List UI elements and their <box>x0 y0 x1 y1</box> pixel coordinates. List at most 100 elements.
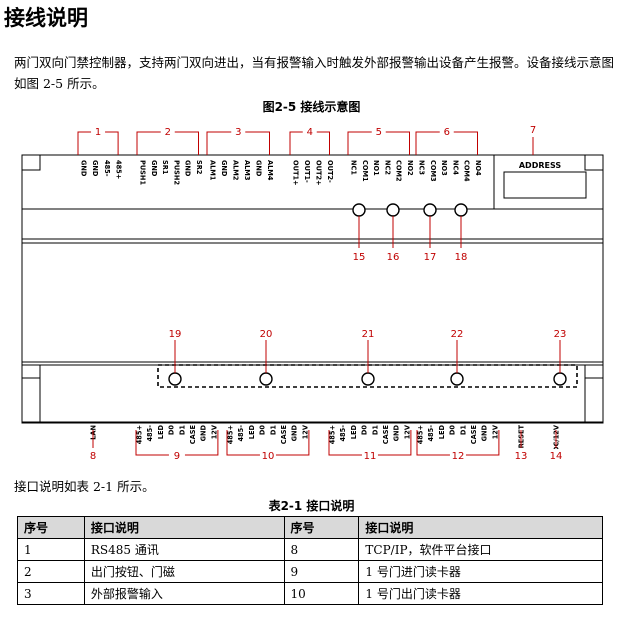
top-pin-label: ALM2 <box>232 160 240 181</box>
cell: 出门按钮、门磁 <box>83 560 285 583</box>
top-pin-label: COM1 <box>361 160 369 182</box>
callout-bg <box>91 125 106 137</box>
bottom-pin-label: 485+ <box>136 425 144 444</box>
bottom-pin-label: 485+ <box>329 425 337 444</box>
bottom-pin-label: 12V <box>210 424 218 439</box>
callout-bottom-group: 8 <box>90 451 96 462</box>
callout-top-group: 2 <box>165 127 171 138</box>
callout-bottom-group: 10 <box>262 451 275 462</box>
bottom-pin-label: D0 <box>449 425 457 435</box>
top-pin-label: OUT1+ <box>292 160 300 186</box>
callout-top-group: 6 <box>444 127 450 138</box>
top-pin-label: GND <box>80 160 88 177</box>
callout-bottom-group: 11 <box>364 451 377 462</box>
bottom-pin-label: D0 <box>168 425 176 435</box>
section-heading: 接线说明 <box>4 6 88 30</box>
top-pin-label: ALM1 <box>209 160 217 181</box>
top-pin-label: NO1 <box>372 160 380 176</box>
bottom-pin-label: 485- <box>339 425 347 442</box>
top-pin-label: ALM3 <box>243 160 251 181</box>
header-no-1: 序号 <box>17 516 85 539</box>
callout-bottom-group: 9 <box>174 451 180 462</box>
callout-led-18: 18 <box>455 252 468 263</box>
callout-bottom-group: 13 <box>515 451 528 462</box>
bottom-pin-label: GND <box>481 424 489 441</box>
callout-bg <box>361 449 378 461</box>
top-pin-label: PUSH1 <box>139 160 147 185</box>
callout-led-21: 21 <box>362 329 375 340</box>
callout-bg <box>439 125 454 137</box>
top-pin-label: GND <box>184 160 192 177</box>
table-row: 3 外部报警输入 10 1 号门出门读卡器 <box>17 582 603 605</box>
bottom-pin-label: D1 <box>178 425 186 435</box>
callout-bg <box>259 449 276 461</box>
header-no-2: 序号 <box>283 516 360 539</box>
bottom-pin-label: 485+ <box>227 425 235 444</box>
callout-top-group: 3 <box>235 127 241 138</box>
bottom-pin-label: CASE <box>382 425 390 445</box>
callout-bg <box>449 449 466 461</box>
callout-bg <box>231 125 246 137</box>
bottom-pin-label: LED <box>157 424 165 439</box>
top-pin-label: OUT2- <box>326 160 334 183</box>
callout-bg <box>168 449 185 461</box>
bottom-pin-label: D0 <box>259 425 267 435</box>
bottom-pin-label: 485+ <box>417 425 425 444</box>
bottom-pin-label: D1 <box>269 425 277 435</box>
bottom-pin-label: D0 <box>361 425 369 435</box>
callout-top-group: 5 <box>376 127 382 138</box>
top-pin-label: NC4 <box>451 160 459 175</box>
callout-led-19: 19 <box>169 329 182 340</box>
table-caption: 表2-1 接口说明 <box>268 499 355 513</box>
bottom-pin-label: CASE <box>280 425 288 445</box>
top-pin-label: SR2 <box>195 160 203 175</box>
top-pin-label: OUT2+ <box>315 160 323 186</box>
top-pin-label: GND <box>220 160 228 177</box>
bottom-pin-label: D1 <box>459 425 467 435</box>
address-label: ADDRESS <box>519 161 562 170</box>
cell: 3 <box>17 582 85 605</box>
callout-led-22: 22 <box>451 329 464 340</box>
callout-bg <box>85 449 101 461</box>
cell: RS485 通讯 <box>83 538 285 561</box>
bottom-terminal-pins: LAN485+485-LEDD0D1CASEGND12V485+485-LEDD… <box>90 424 561 452</box>
bottom-pin-label: 485- <box>427 425 435 442</box>
callout-led-17: 17 <box>424 252 437 263</box>
callout-bg <box>302 125 317 137</box>
top-pin-label: 485- <box>103 160 111 177</box>
cell: 1 号门出门读卡器 <box>358 582 603 605</box>
bottom-pin-label: GND <box>393 424 401 441</box>
bottom-pin-label: LED <box>438 424 446 439</box>
cell: 2 <box>17 560 85 583</box>
bottom-pin-label: 485- <box>237 425 245 442</box>
cell: 外部报警输入 <box>83 582 285 605</box>
bottom-pin-label: 12V <box>403 424 411 439</box>
port-description-table: 序号 接口说明 序号 接口说明 1 RS485 通讯 8 TCP/IP，软件平台… <box>17 516 603 605</box>
header-desc-1: 接口说明 <box>83 516 285 539</box>
top-pin-label: NO2 <box>406 160 414 176</box>
header-desc-2: 接口说明 <box>358 516 603 539</box>
cell: TCP/IP，软件平台接口 <box>358 538 603 561</box>
top-pin-label: PUSH2 <box>172 160 180 185</box>
callout-bg <box>513 449 529 461</box>
top-pin-label: 485+ <box>115 160 123 179</box>
top-pin-label: COM3 <box>429 160 437 182</box>
table-header-row: 序号 接口说明 序号 接口说明 <box>17 516 603 539</box>
figure-caption: 图2-5 接线示意图 <box>262 100 361 114</box>
bottom-pin-label: D1 <box>371 425 379 435</box>
callout-bg <box>371 125 386 137</box>
callout-address: 7 <box>530 125 536 136</box>
callout-bg <box>160 125 175 137</box>
callout-top-group: 1 <box>95 127 101 138</box>
callout-bottom-group: 12 <box>452 451 465 462</box>
top-pin-label: NO3 <box>440 160 448 176</box>
bottom-pin-label: LED <box>248 424 256 439</box>
top-pin-label: SR1 <box>161 160 169 175</box>
top-pin-label: OUT1- <box>303 160 311 183</box>
cell: 1 号门进门读卡器 <box>358 560 603 583</box>
bottom-pin-label: GND <box>200 424 208 441</box>
table-row: 1 RS485 通讯 8 TCP/IP，软件平台接口 <box>17 538 603 561</box>
